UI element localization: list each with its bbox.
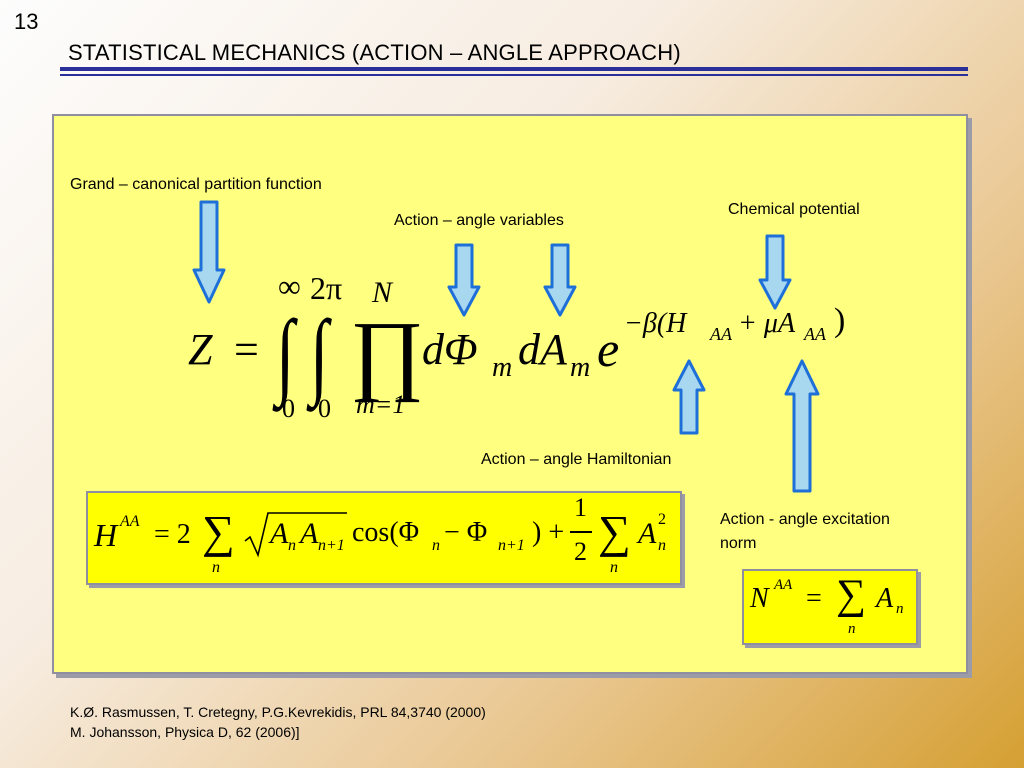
label-excitation-norm-line1: Action - angle excitation [720,511,890,528]
exponent-close: ) [834,302,846,339]
label-excitation-norm-line2: norm [720,535,757,552]
exponential-base: e [597,321,620,377]
product-lower-limit: m=1 [356,390,406,419]
exponent-mu-a: + μA [738,308,796,339]
arrow-down-icon [447,243,481,317]
subscript-m: m [492,352,513,383]
slide-title: STATISTICAL MECHANICS (ACTION – ANGLE AP… [68,40,681,65]
exponent-sub-aa2: AA [804,324,826,344]
differential-dphi: dΦ [422,325,478,374]
integral-lower-limit: 0 [282,394,295,423]
label-hamiltonian: Action – angle Hamiltonian [481,451,672,468]
hamiltonian-eq-two: = 2 [154,519,191,550]
title-rule [60,67,968,71]
sqrt-a: A [270,517,289,550]
term-a: A [638,517,657,550]
minus-phi: − Φ [444,517,488,548]
product-sign: ∏ [350,304,425,403]
norm-a: A [876,583,894,614]
fraction-numerator: 1 [574,493,587,522]
label-partition-function: Grand – canonical partition function [70,176,322,193]
close-plus: ) + [532,517,565,548]
sqrt-sign-icon [244,512,347,558]
sqrt-sub-n: n [288,537,296,554]
hamiltonian-box: H AA = 2 ∑ n A n A n+1 cos(Φ n − Φ n+1 )… [86,491,682,585]
sqrt-a2: A [300,517,319,550]
norm-sum-sign: ∑ [836,572,866,618]
product-upper-limit: N [372,276,393,309]
arrow-up-icon [672,359,706,435]
integral2-upper-limit: 2π [310,270,343,306]
exponent-sub-aa: AA [710,324,732,344]
norm-equals: = [806,583,822,614]
integral2-lower-limit: 0 [318,394,331,423]
title-rule-thin [60,74,968,76]
reference-line-2: M. Johansson, Physica D, 62 (2006)] [70,724,300,740]
arrow-down-icon [543,243,577,317]
label-chemical-potential: Chemical potential [728,201,860,218]
integral2-sign: ∫ [310,300,329,407]
reference-line-1: K.Ø. Rasmussen, T. Cretegny, P.G.Kevreki… [70,704,486,720]
formula-equals: = [234,325,259,374]
slide-number: 13 [14,9,39,34]
arrow-down-icon [192,200,226,304]
norm-sub-n: n [896,601,904,617]
norm-n: N [750,583,769,614]
fraction-bar [570,531,592,533]
arrow-down-icon [758,234,792,310]
partition-function-formula: Z = ∞ ∫ 0 2π ∫ 0 N ∏ m=1 dΦ m dA m e −β(… [54,116,966,672]
norm-sum-subscript: n [848,621,856,637]
sum-subscript: n [212,559,220,576]
cos-sub-n1: n+1 [498,537,525,554]
cos-sub-n: n [432,537,440,554]
sum2-sign: ∑ [598,506,631,557]
formula-lhs: Z [188,325,213,374]
subscript-m2: m [570,352,591,383]
term-a-sup: 2 [658,511,666,528]
hamiltonian-sup-aa: AA [120,513,140,530]
norm-sup-aa: AA [774,577,793,593]
label-action-angle-variables: Action – angle variables [394,212,564,229]
hamiltonian-h: H [94,517,118,553]
fraction-denominator: 2 [574,537,587,566]
sum-sign: ∑ [202,506,235,557]
sum2-subscript: n [610,559,618,576]
integral-sign: ∫ [276,300,295,407]
arrow-up-icon [784,359,820,493]
norm-box: N AA = ∑ n A n [742,569,918,645]
differential-da: dA [518,325,567,374]
exponent-beta: −β(H [624,308,687,339]
term-a-sub: n [658,537,666,554]
cos-term: cos(Φ [352,517,420,548]
integral-upper-limit: ∞ [278,268,301,304]
sqrt-sub-n1: n+1 [318,537,345,554]
